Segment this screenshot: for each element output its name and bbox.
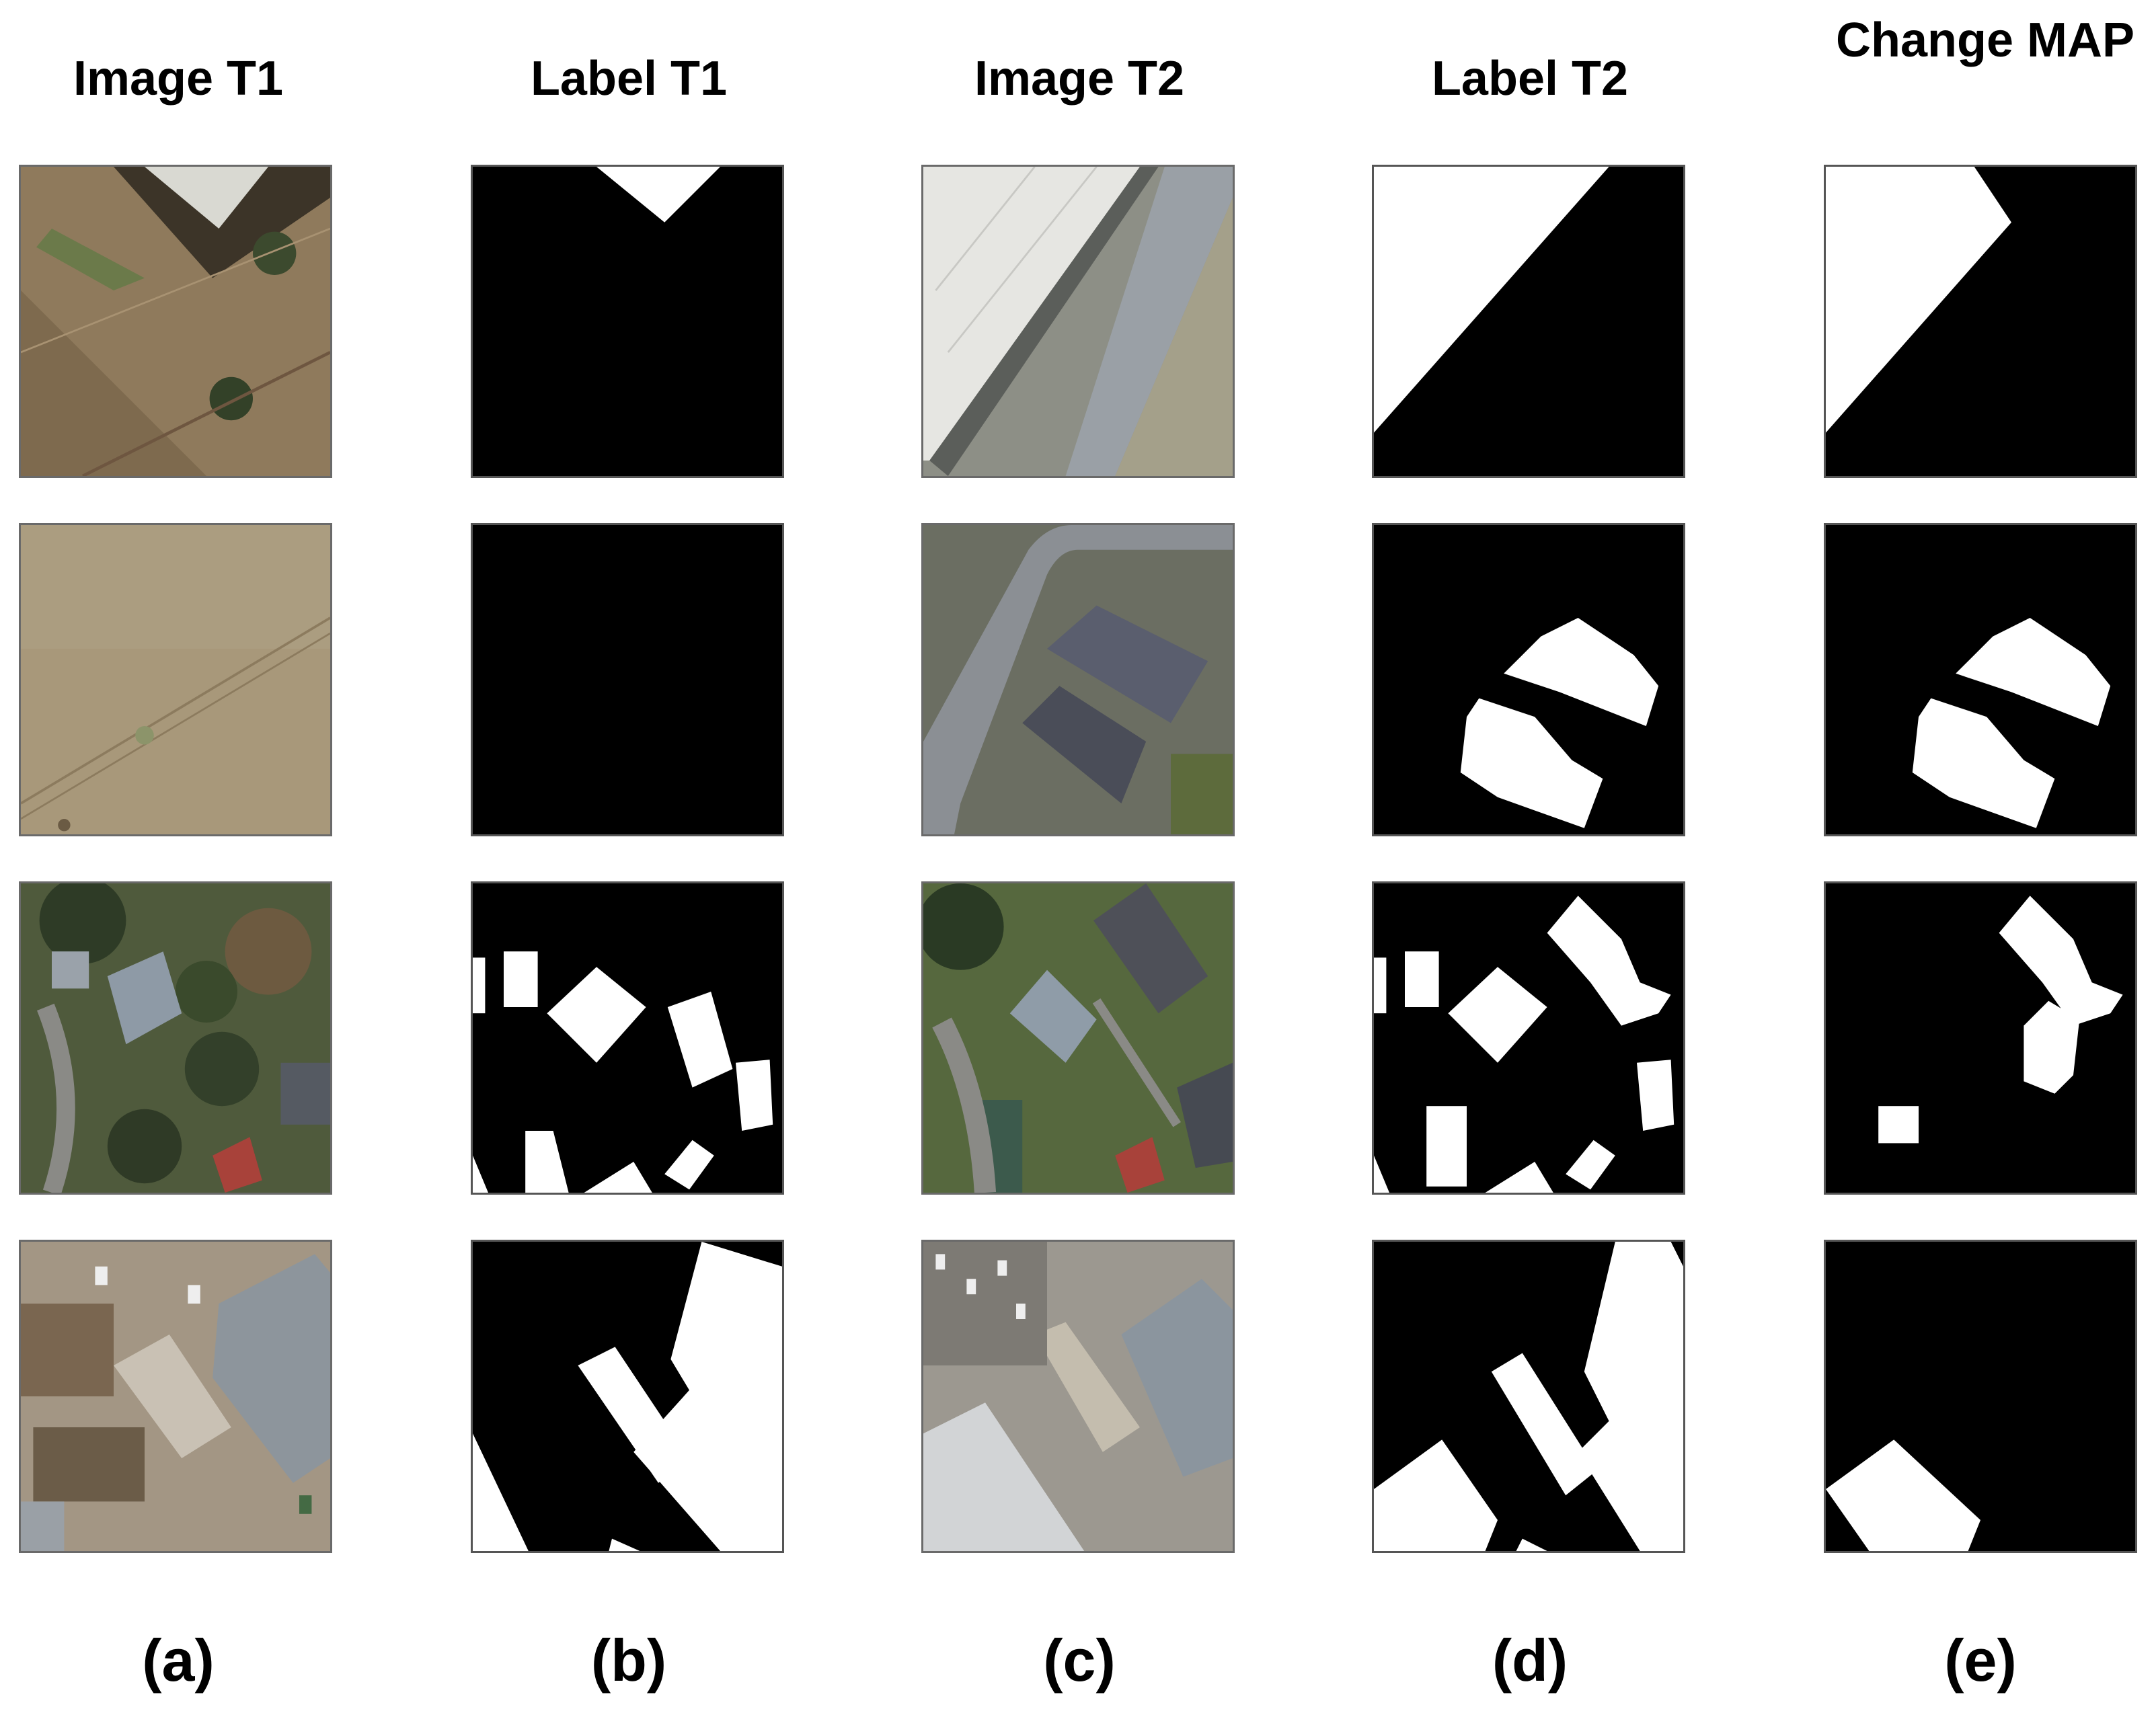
- label-t2-row1: [1372, 165, 1685, 478]
- label-t1-row4: [471, 1240, 784, 1553]
- image-t2-row2: [921, 523, 1235, 836]
- label-t2-row2: [1372, 523, 1685, 836]
- change-map-row1: [1824, 165, 2137, 478]
- column-header-label-t2: Label T2: [1431, 52, 1629, 106]
- caption-e: (e): [1944, 1627, 2017, 1694]
- label-t1-row3: [471, 881, 784, 1195]
- caption-b: (b): [590, 1627, 667, 1694]
- change-map-row3: [1824, 881, 2137, 1195]
- image-t2-row1: [921, 165, 1235, 478]
- caption-a: (a): [142, 1627, 215, 1694]
- column-header-image-t2: Image T2: [974, 52, 1185, 106]
- image-t1-row4: [19, 1240, 332, 1553]
- image-t1-row1: [19, 165, 332, 478]
- column-header-image-t1: Image T1: [73, 52, 284, 106]
- label-t2-row3: [1372, 881, 1685, 1195]
- column-header-change-map: Change MAP: [1835, 13, 2135, 67]
- image-t1-row2: [19, 523, 332, 836]
- label-t1-row2: [471, 523, 784, 836]
- caption-c: (c): [1043, 1627, 1116, 1694]
- image-t2-row4: [921, 1240, 1235, 1553]
- image-t2-row3: [921, 881, 1235, 1195]
- image-t1-row3: [19, 881, 332, 1195]
- change-map-row4: [1824, 1240, 2137, 1553]
- column-header-label-t1: Label T1: [530, 52, 728, 106]
- caption-d: (d): [1492, 1627, 1568, 1694]
- label-t2-row4: [1372, 1240, 1685, 1553]
- change-map-row2: [1824, 523, 2137, 836]
- label-t1-row1: [471, 165, 784, 478]
